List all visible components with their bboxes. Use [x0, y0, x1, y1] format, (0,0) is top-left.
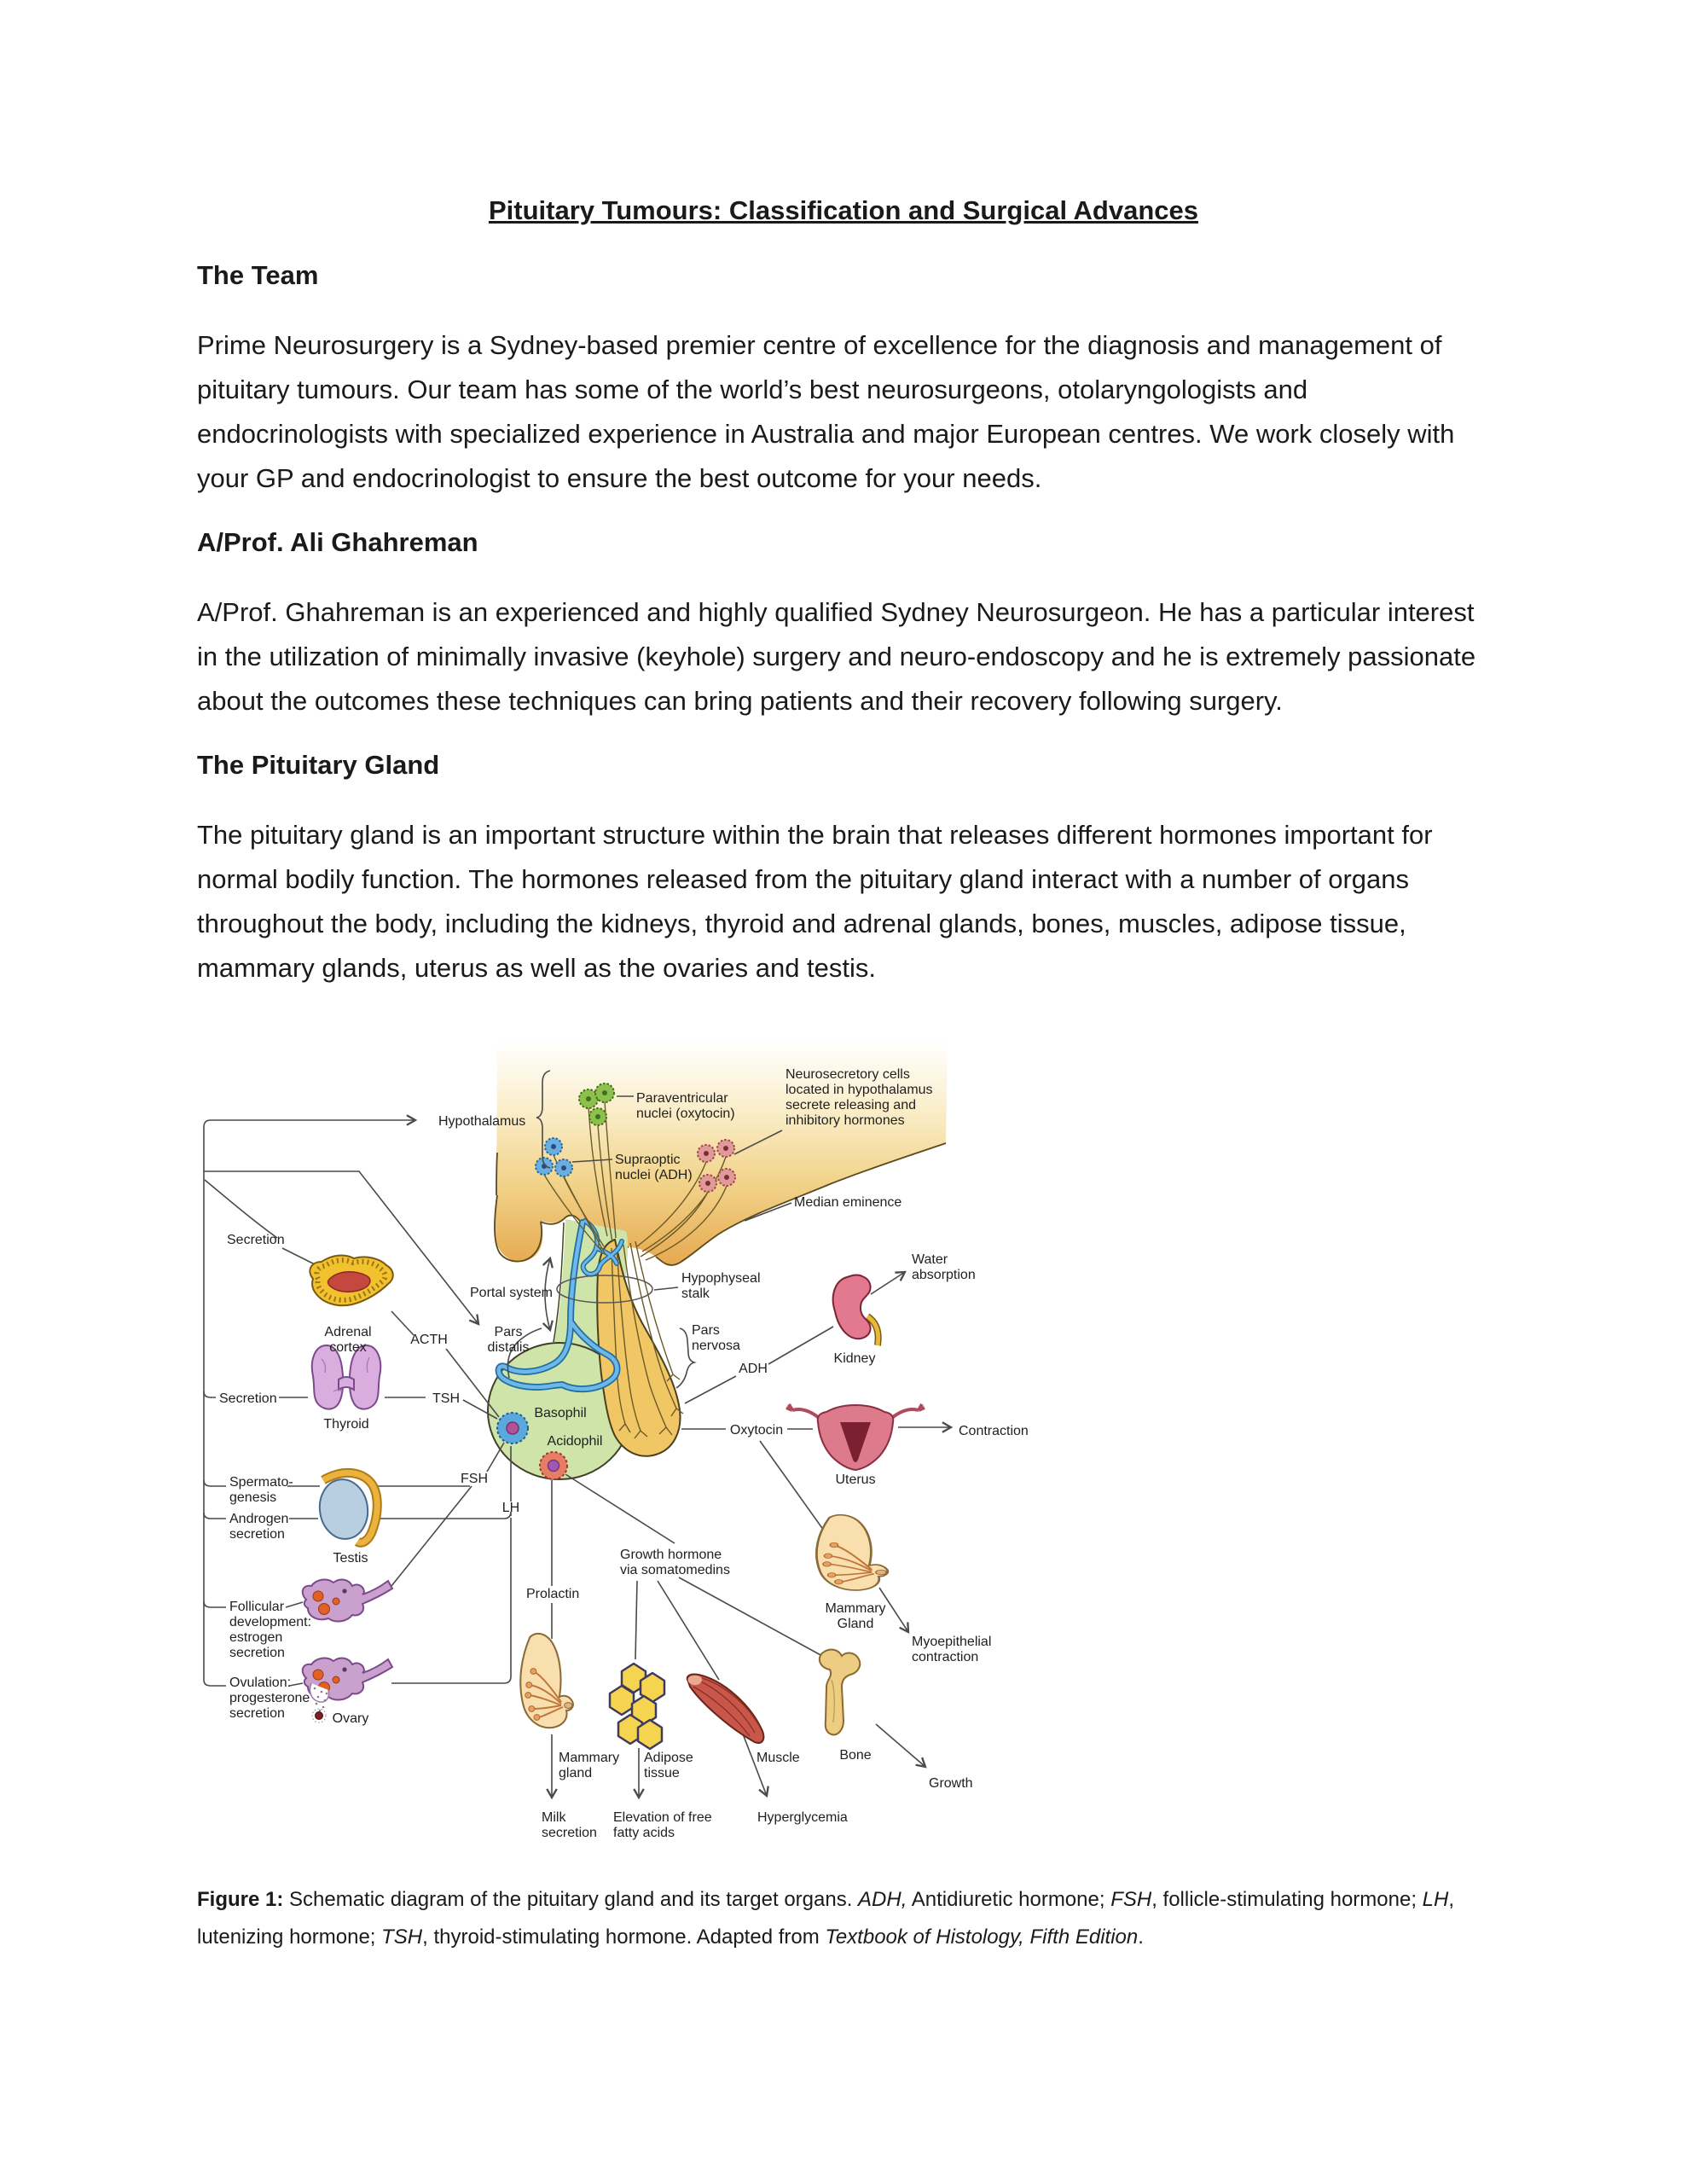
caption-book-title: Textbook of Histology, Fifth Edition — [825, 1926, 1139, 1949]
label-hyperglycemia: Hyperglycemia — [757, 1810, 848, 1825]
mammary-gland-bottom-illustration — [519, 1632, 574, 1729]
pars-nervosa-illustration — [596, 1238, 684, 1457]
caption-fsh: FSH — [1110, 1888, 1152, 1911]
muscle-illustration — [686, 1673, 765, 1745]
bone-illustration — [818, 1648, 861, 1736]
caption-text: , follicle-stimulating hormone; — [1151, 1888, 1423, 1911]
label-acidophil: Acidophil — [548, 1434, 603, 1449]
adipose-illustration — [608, 1662, 666, 1751]
basophil-cell — [496, 1412, 529, 1444]
kidney-illustration — [832, 1274, 882, 1346]
ovulation-detail — [309, 1682, 330, 1723]
axon-fibers — [543, 1101, 728, 1261]
label-ovary: Ovary — [333, 1711, 369, 1726]
adrenal-cortex-illustration — [309, 1254, 394, 1307]
label-portal-system: Portal system — [470, 1286, 553, 1300]
label-spermatogenesis: Spermato-genesis — [229, 1475, 293, 1505]
ovary-follicular — [301, 1578, 393, 1623]
label-basophil: Basophil — [534, 1406, 586, 1420]
caption-lh: LH — [1422, 1888, 1449, 1911]
label-uterus: Uterus — [835, 1472, 875, 1487]
label-fsh: FSH — [461, 1472, 488, 1486]
label-testis: Testis — [333, 1551, 368, 1565]
paragraph-the-team: Prime Neurosurgery is a Sydney-based pre… — [197, 330, 1455, 493]
caption-text: Schematic diagram of the pituitary gland… — [283, 1888, 859, 1911]
caption-text: , lutenizing hormone; — [197, 1888, 1455, 1949]
caption-adh: ADH, — [858, 1888, 907, 1911]
caption-figure-number: Figure 1: — [197, 1888, 284, 1911]
label-lh: LH — [502, 1501, 519, 1515]
caption-text: , thyroid-stimulating hormone. Adapted f… — [422, 1926, 826, 1949]
braces — [507, 1070, 697, 1389]
label-muscle: Muscle — [757, 1751, 800, 1765]
heading-the-team: The Team — [197, 260, 319, 290]
hypophyseal-stalk-ring — [556, 1275, 653, 1304]
thyroid-illustration — [310, 1344, 382, 1410]
label-kidney: Kidney — [834, 1351, 876, 1366]
caption-text: Antidiuretic hormone; — [907, 1888, 1111, 1911]
label-contraction: Contraction — [959, 1424, 1029, 1438]
label-hypothalamus: Hypothalamus — [438, 1114, 525, 1129]
mammary-gland-right-illustration — [815, 1513, 890, 1592]
connector-lines — [203, 1095, 954, 1800]
label-thyroid: Thyroid — [323, 1417, 368, 1432]
label-secretion-thyroid: Secretion — [219, 1391, 277, 1406]
label-median-eminence: Median eminence — [794, 1195, 901, 1210]
figure-caption: Figure 1: Schematic diagram of the pitui… — [197, 1881, 1490, 1956]
heading-pituitary-gland: The Pituitary Gland — [197, 750, 440, 780]
testis-illustration — [318, 1467, 382, 1548]
label-adh: ADH — [739, 1362, 768, 1376]
label-oxytocin: Oxytocin — [730, 1423, 783, 1438]
label-bone: Bone — [839, 1748, 871, 1763]
document-title: Pituitary Tumours: Classification and Su… — [488, 195, 1199, 225]
caption-text: . — [1138, 1926, 1144, 1949]
supraoptic-nuclei-cells — [535, 1137, 573, 1177]
paraventricular-nuclei-cells — [578, 1083, 615, 1126]
caption-tsh: TSH — [381, 1926, 423, 1949]
neurosecretory-cells — [697, 1139, 736, 1193]
portal-flow-arrow — [542, 1256, 554, 1333]
acidophil-cell — [539, 1451, 568, 1480]
uterus-illustration — [786, 1403, 925, 1472]
label-prolactin: Prolactin — [526, 1587, 579, 1601]
label-growth: Growth — [929, 1776, 973, 1791]
label-acth: ACTH — [410, 1333, 448, 1347]
portal-vessels — [495, 1218, 624, 1393]
heading-ali-ghahreman: A/Prof. Ali Ghahreman — [197, 527, 478, 557]
paragraph-pituitary-gland: The pituitary gland is an important stru… — [197, 820, 1433, 983]
label-tsh: TSH — [432, 1391, 460, 1406]
paragraph-ali-ghahreman: A/Prof. Ghahreman is an experienced and … — [197, 597, 1476, 716]
label-secretion-adrenal: Secretion — [227, 1233, 285, 1247]
